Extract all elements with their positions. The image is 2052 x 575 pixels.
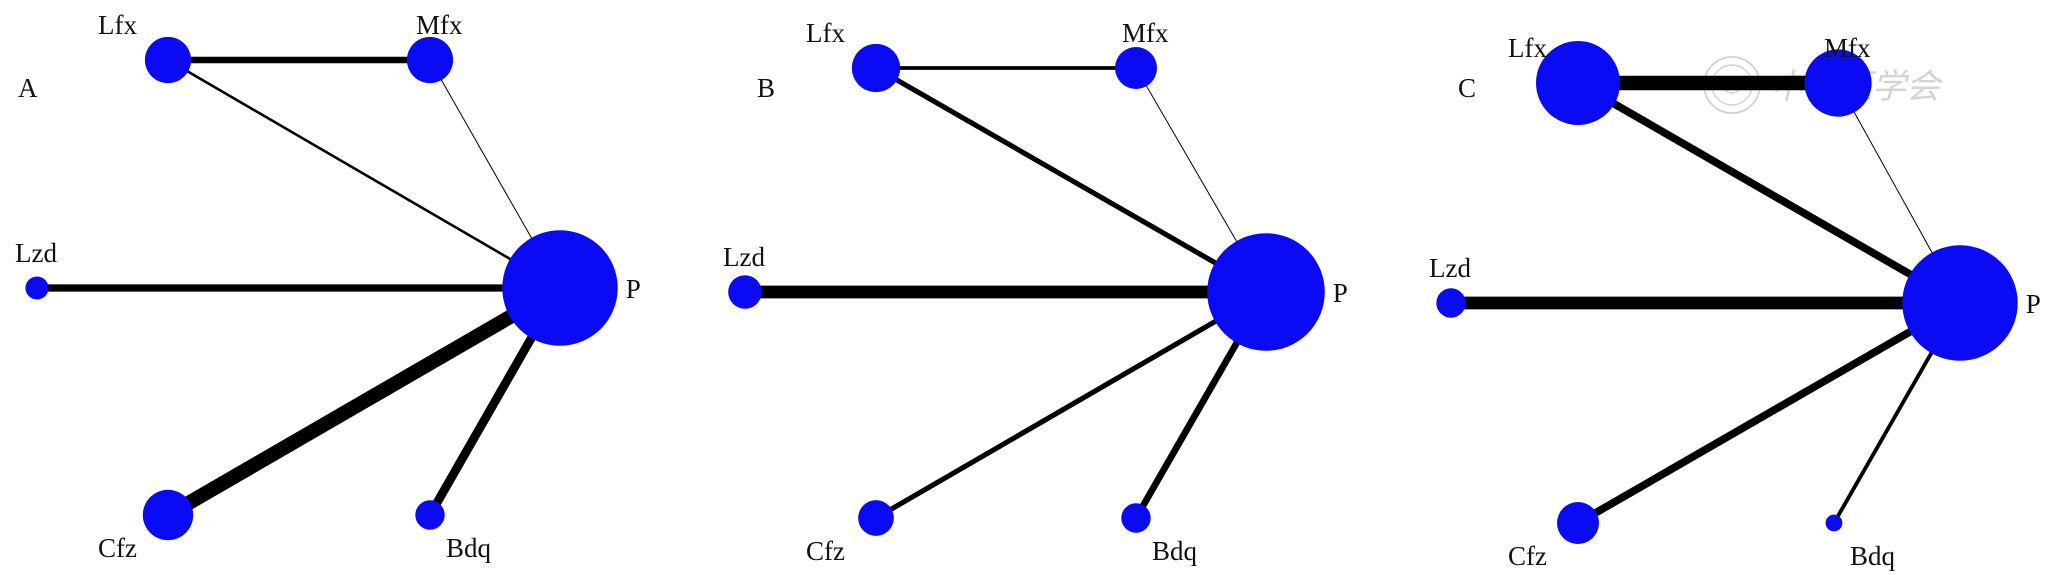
node-cfz [1557, 502, 1599, 544]
node-label-lfx: Lfx [98, 10, 137, 40]
node-label-cfz: Cfz [1508, 541, 1547, 571]
node-bdq [1825, 514, 1843, 532]
node-mfx [406, 36, 454, 84]
node-label-lzd: Lzd [723, 242, 765, 272]
panel-label: B [757, 73, 775, 103]
node-mfx [1115, 47, 1157, 89]
node-p [502, 230, 618, 346]
node-cfz [858, 500, 894, 536]
node-cfz [142, 489, 194, 541]
node-label-lfx: Lfx [806, 18, 845, 48]
node-lfx [144, 36, 192, 84]
edge-lfx-p [1576, 79, 1962, 307]
node-label-lzd: Lzd [15, 238, 57, 268]
edge-lfx-p [167, 58, 561, 290]
node-label-lzd: Lzd [1429, 253, 1471, 283]
node-label-cfz: Cfz [806, 536, 845, 566]
node-label-bdq: Bdq [1152, 536, 1198, 566]
node-bdq [415, 500, 445, 530]
node-bdq [1121, 503, 1151, 533]
node-label-bdq: Bdq [446, 533, 492, 563]
node-lfx [1536, 41, 1620, 125]
node-lfx [851, 43, 901, 93]
node-lzd [1436, 288, 1466, 318]
edge-cfz-p [164, 281, 564, 522]
node-label-p: P [2026, 289, 2041, 319]
edge-cfz-p [874, 289, 1268, 521]
node-label-mfx: Mfx [1122, 18, 1169, 48]
node-label-cfz: Cfz [98, 533, 137, 563]
node-lzd [728, 275, 762, 309]
edge-cfz-p [1576, 299, 1962, 527]
panel-label: A [18, 73, 38, 103]
node-lzd [25, 276, 49, 300]
node-label-p: P [1333, 278, 1348, 308]
node-mfx [1804, 49, 1872, 117]
node-p [1207, 233, 1325, 351]
node-label-mfx: Mfx [416, 10, 463, 40]
node-label-p: P [626, 274, 641, 304]
node-label-mfx: Mfx [1824, 33, 1871, 63]
node-label-bdq: Bdq [1850, 541, 1896, 571]
node-p [1902, 245, 2018, 361]
node-label-lfx: Lfx [1508, 33, 1547, 63]
panel-label: C [1458, 73, 1476, 103]
edge-lfx-p [874, 65, 1268, 295]
